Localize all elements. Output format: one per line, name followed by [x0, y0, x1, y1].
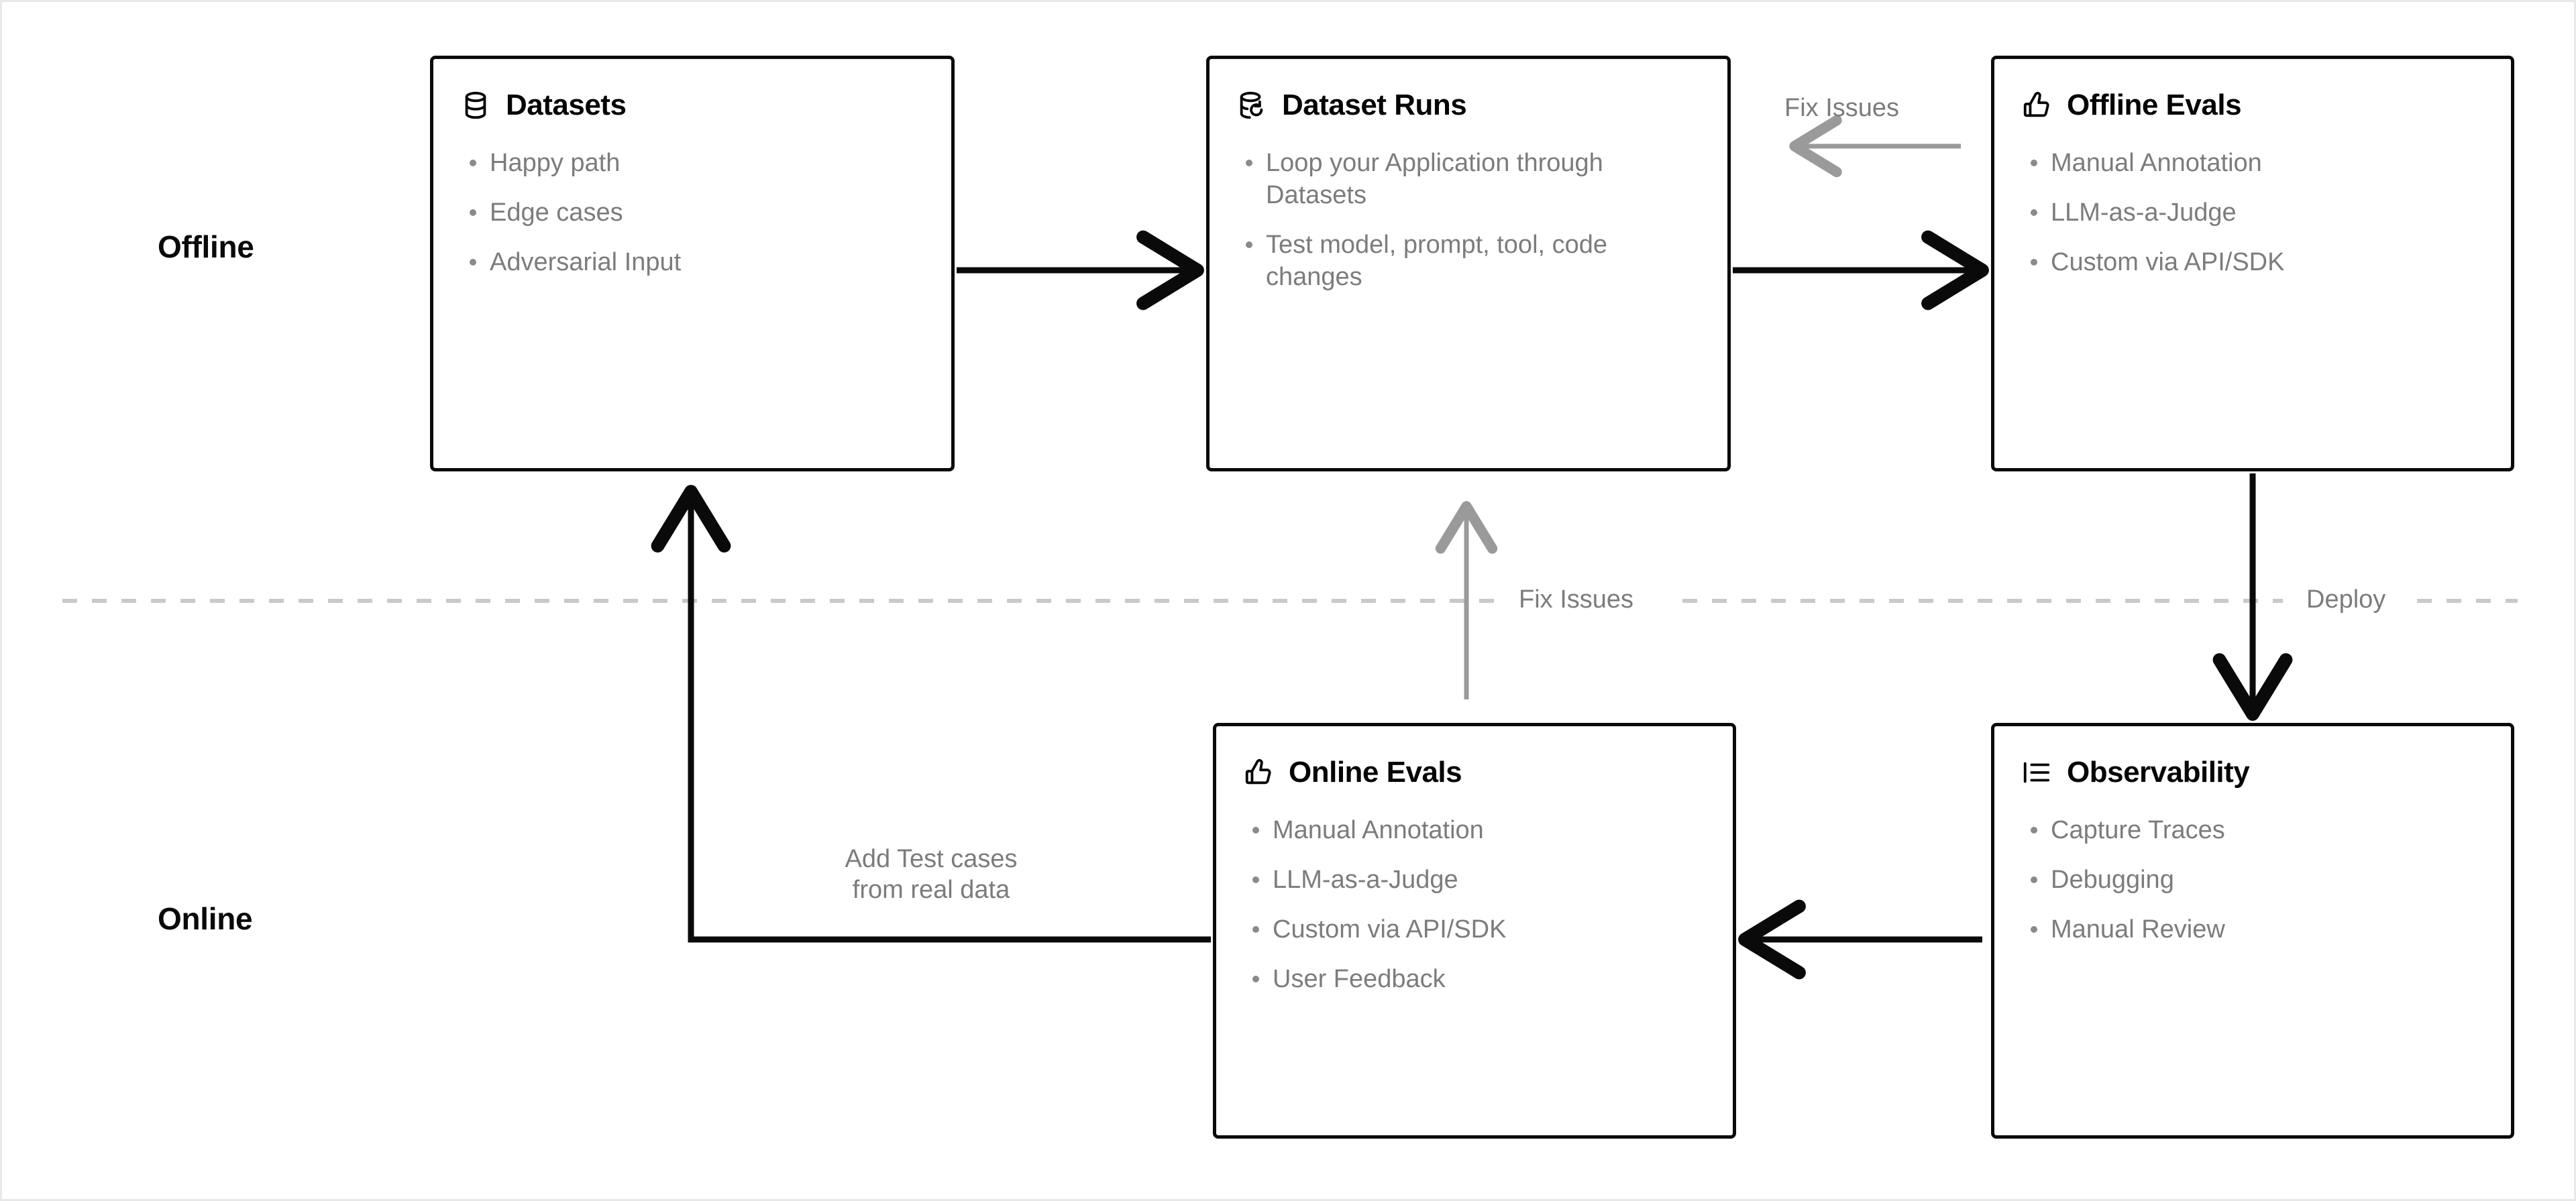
- node-title: Online Evals: [1289, 756, 1462, 789]
- node-dataset-runs[interactable]: Dataset Runs Loop your Application throu…: [1206, 56, 1731, 471]
- node-header: Datasets: [460, 89, 924, 122]
- node-title: Observability: [2067, 756, 2250, 789]
- list-item: Manual Annotation: [1243, 815, 1706, 847]
- list-item: Debugging: [2021, 864, 2484, 897]
- node-bullet-list: Happy path Edge cases Adversarial Input: [460, 148, 924, 279]
- list-item: Custom via API/SDK: [1243, 914, 1706, 946]
- edge-label-fix-issues-middle: Fix Issues: [1508, 584, 1645, 616]
- node-bullet-list: Capture Traces Debugging Manual Review: [2021, 815, 2484, 946]
- node-datasets[interactable]: Datasets Happy path Edge cases Adversari…: [430, 56, 955, 471]
- list-item: Custom via API/SDK: [2021, 247, 2484, 279]
- node-header: Offline Evals: [2021, 89, 2484, 122]
- list-item: Manual Review: [2021, 914, 2484, 946]
- lane-label-online: Online: [158, 901, 253, 936]
- node-observability[interactable]: Observability Capture Traces Debugging M…: [1991, 723, 2514, 1139]
- list-item: Loop your Application through Datasets: [1236, 148, 1701, 212]
- node-title: Datasets: [506, 89, 627, 121]
- node-online-evals[interactable]: Online Evals Manual Annotation LLM-as-a-…: [1213, 723, 1736, 1139]
- database-icon: [460, 90, 491, 121]
- list-item: Happy path: [460, 148, 924, 180]
- edge-label-add-test-cases: Add Test cases from real data: [817, 844, 1045, 906]
- database-rerun-icon: [1236, 90, 1267, 121]
- node-offline-evals[interactable]: Offline Evals Manual Annotation LLM-as-a…: [1991, 56, 2514, 471]
- thumbs-up-icon: [2021, 90, 2052, 121]
- node-title: Dataset Runs: [1282, 89, 1467, 121]
- node-bullet-list: Manual Annotation LLM-as-a-Judge Custom …: [1243, 815, 1706, 996]
- list-item: Test model, prompt, tool, code changes: [1236, 229, 1701, 294]
- node-header: Observability: [2021, 756, 2484, 789]
- list-item: Edge cases: [460, 197, 924, 229]
- list-tree-icon: [2021, 757, 2052, 788]
- list-item: Capture Traces: [2021, 815, 2484, 847]
- list-item: Adversarial Input: [460, 247, 924, 279]
- list-item: LLM-as-a-Judge: [2021, 197, 2484, 229]
- list-item: LLM-as-a-Judge: [1243, 864, 1706, 897]
- edge-label-line-2: from real data: [852, 876, 1010, 905]
- edge-label-fix-issues-top: Fix Issues: [1784, 94, 1900, 122]
- node-bullet-list: Loop your Application through Datasets T…: [1236, 148, 1701, 294]
- node-header: Online Evals: [1243, 756, 1706, 789]
- edge-label-line-1: Add Test cases: [845, 845, 1018, 873]
- lane-label-offline: Offline: [158, 229, 254, 264]
- thumbs-up-icon: [1243, 757, 1274, 788]
- node-title: Offline Evals: [2067, 89, 2242, 121]
- list-item: User Feedback: [1243, 964, 1706, 996]
- node-header: Dataset Runs: [1236, 89, 1701, 122]
- edge-label-deploy: Deploy: [2296, 584, 2397, 616]
- node-bullet-list: Manual Annotation LLM-as-a-Judge Custom …: [2021, 148, 2484, 279]
- list-item: Manual Annotation: [2021, 148, 2484, 180]
